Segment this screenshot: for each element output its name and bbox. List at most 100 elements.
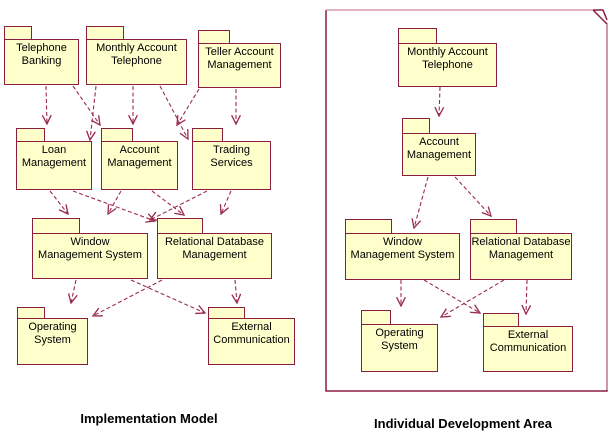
dependency-arrow-relational-database-management-dev-to-external-communication-dev[interactable] — [526, 279, 527, 314]
package-tab-icon — [157, 218, 203, 233]
package-tab-icon — [192, 128, 223, 141]
package-tab-icon — [483, 313, 519, 326]
package-tab-icon — [198, 30, 230, 43]
package-tab-icon — [470, 219, 517, 233]
package-label-line: Banking — [21, 55, 62, 67]
development-area-note-border[interactable] — [325, 9, 608, 392]
package-label-line: System — [381, 340, 418, 352]
package-label-line: Account — [419, 136, 459, 148]
dependency-arrow-relational-database-management-dev-to-operating-system-dev[interactable] — [441, 279, 505, 317]
package-tab-icon — [208, 307, 245, 318]
package-label-line: Management — [207, 59, 272, 71]
package-label-line: Account — [119, 144, 160, 156]
package-label-line: Window — [70, 236, 110, 248]
package-label-line: Loan — [41, 144, 67, 156]
dependency-arrow-trading-services-to-relational-database-management[interactable] — [221, 190, 232, 214]
dependency-arrow-account-management-to-window-management-system[interactable] — [108, 190, 122, 214]
dependency-arrow-loan-management-to-window-management-system[interactable] — [49, 190, 68, 214]
package-label-line: System — [34, 334, 71, 346]
package-label-line: External — [507, 329, 549, 341]
package-label-line: Monthly Account — [407, 46, 488, 58]
package-label-line: Services — [210, 157, 253, 169]
package-label-line: Window — [382, 236, 423, 248]
dependency-arrow-teller-account-management-to-account-management[interactable] — [177, 88, 200, 125]
dependency-arrow-monthly-account-telephone-to-trading-services[interactable] — [159, 85, 188, 139]
dependency-arrow-telephone-banking-to-account-management[interactable] — [72, 85, 100, 125]
dependency-arrow-window-management-system-to-external-communication[interactable] — [130, 279, 205, 313]
package-label-line: Communication — [489, 342, 567, 354]
dependency-arrow-account-management-to-relational-database-management[interactable] — [151, 190, 184, 215]
dependency-arrow-telephone-banking-to-loan-management[interactable] — [46, 85, 47, 124]
package-label-line: Management — [406, 149, 472, 161]
package-label-line: Operating — [375, 327, 424, 339]
dependency-arrow-trading-services-to-window-management-system[interactable] — [150, 190, 208, 220]
package-label-line: Management — [21, 157, 87, 169]
package-label-line: External — [231, 321, 272, 333]
package-label-line: Management System — [350, 249, 455, 261]
package-tab-icon — [361, 310, 391, 324]
dependency-arrow-window-management-system-to-operating-system[interactable] — [71, 279, 76, 303]
dependency-arrow-account-management-dev-to-relational-database-management-dev[interactable] — [454, 176, 491, 216]
package-tab-icon — [4, 26, 32, 39]
package-label-line: Telephone — [111, 55, 162, 67]
implementation-model-caption: Implementation Model — [80, 411, 218, 426]
package-label-line: Management — [182, 249, 247, 261]
package-label-line: Teller Account — [205, 46, 274, 58]
package-label-line: Communication — [213, 334, 290, 346]
package-label-line: Telephone — [422, 59, 473, 71]
package-label-line: Management — [488, 249, 554, 261]
dependency-arrow-monthly-account-telephone-to-loan-management[interactable] — [90, 85, 97, 140]
dependency-arrow-account-management-dev-to-window-management-system-dev[interactable] — [414, 176, 429, 228]
dependency-arrow-loan-management-to-relational-database-management[interactable] — [72, 190, 155, 221]
package-label-line: Relational Database — [471, 236, 571, 248]
package-label-line: Management System — [38, 249, 142, 261]
dependency-arrow-window-management-system-dev-to-external-communication-dev[interactable] — [423, 279, 480, 313]
package-tab-icon — [86, 26, 124, 39]
package-tab-icon — [17, 307, 45, 318]
package-tab-icon — [402, 118, 430, 133]
package-tab-icon — [32, 218, 80, 233]
development-area-note-border-highlight — [326, 9, 608, 390]
dependency-arrow-relational-database-management-to-operating-system[interactable] — [93, 279, 163, 316]
package-tab-icon — [345, 219, 392, 233]
dependency-arrow-monthly-account-telephone-dev-to-account-management-dev[interactable] — [439, 86, 440, 116]
package-label-line: Telephone — [16, 42, 67, 54]
package-label-line: Trading — [213, 144, 250, 156]
package-label-line: Operating — [28, 321, 77, 333]
package-tab-icon — [101, 128, 133, 141]
individual-development-area-caption: Individual Development Area — [374, 416, 552, 431]
package-label-line: Monthly Account — [96, 42, 177, 54]
package-tab-icon — [398, 28, 437, 43]
dependency-arrow-relational-database-management-to-external-communication[interactable] — [235, 279, 237, 303]
